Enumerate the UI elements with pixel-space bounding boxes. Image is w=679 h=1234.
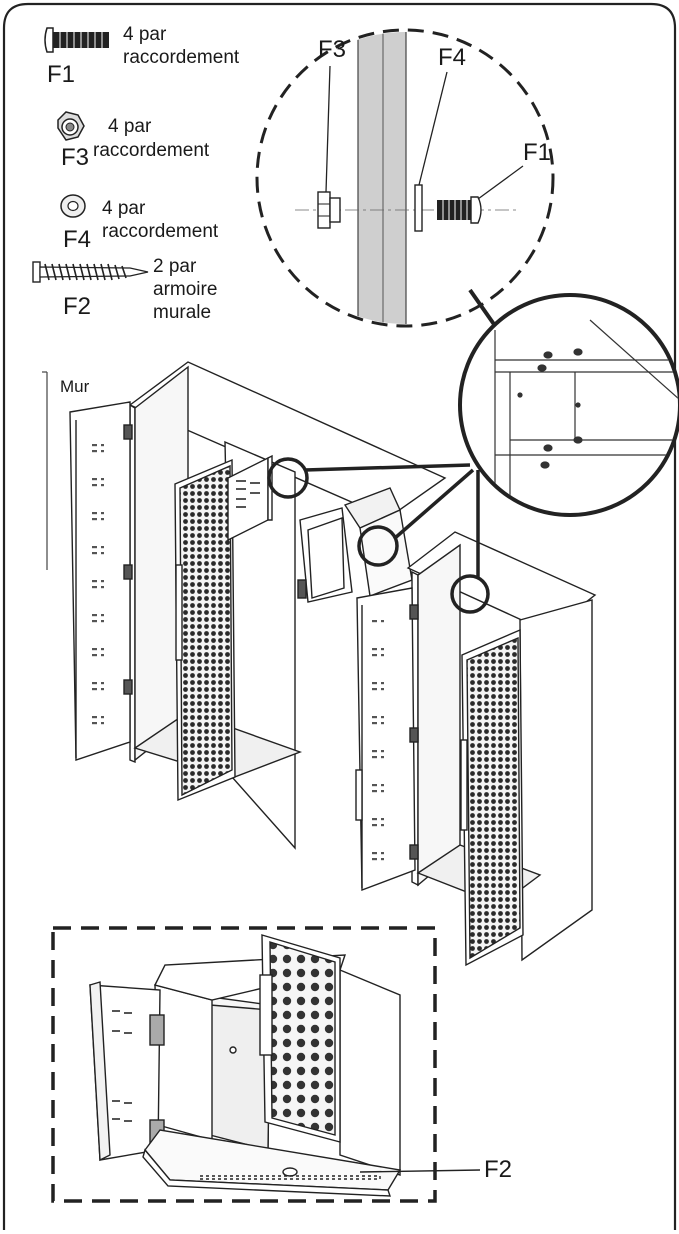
legend-qty-f4: 4 par bbox=[102, 198, 146, 219]
bolt-icon bbox=[44, 27, 109, 53]
detail-label-f1: F1 bbox=[523, 139, 552, 166]
legend-qty-f2: 2 par bbox=[153, 256, 197, 277]
connection-detail bbox=[255, 28, 555, 328]
washer-icon bbox=[60, 194, 86, 218]
nut-icon bbox=[57, 111, 85, 141]
screw-icon bbox=[32, 261, 149, 283]
wall-label: Mur bbox=[60, 377, 90, 396]
legend-code-f3: F3 bbox=[61, 144, 90, 171]
callout-circles bbox=[267, 457, 490, 614]
legend-unit-f2: armoire bbox=[153, 279, 218, 300]
hole-detail-circle bbox=[458, 293, 679, 517]
legend-unit-f4: raccordement bbox=[102, 221, 219, 242]
cabinet-right bbox=[355, 531, 597, 967]
detail-label-f4: F4 bbox=[438, 44, 467, 71]
cabinet-connector-panels bbox=[227, 454, 413, 603]
bottom-label-f2: F2 bbox=[484, 1156, 513, 1183]
legend-code-f2: F2 bbox=[63, 293, 92, 320]
cabinet-left bbox=[69, 361, 447, 850]
legend-code-f4: F4 bbox=[63, 226, 92, 253]
cabinet-bottom-view bbox=[89, 934, 481, 1197]
legend-qty-f1: 4 par bbox=[123, 24, 167, 45]
legend-unit-f1: raccordement bbox=[123, 47, 240, 68]
legend-qty-f3: 4 par bbox=[108, 116, 152, 137]
detail-label-f3: F3 bbox=[318, 36, 347, 63]
legend-unit-f3: raccordement bbox=[93, 140, 210, 161]
bottom-detail-box bbox=[51, 926, 437, 1203]
legend-code-f1: F1 bbox=[47, 61, 76, 88]
legend-unit2-f2: murale bbox=[153, 302, 212, 323]
